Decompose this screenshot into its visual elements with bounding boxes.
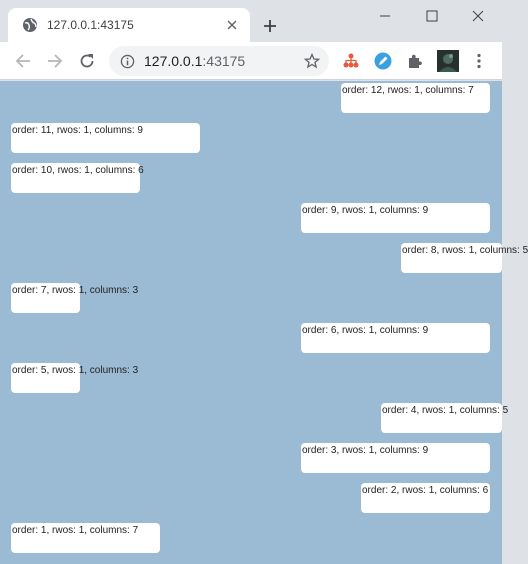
close-window-icon[interactable] <box>455 0 501 32</box>
grid-item-1: order: 1, rwos: 1, columns: 7 <box>11 523 160 553</box>
close-icon[interactable] <box>222 15 242 35</box>
title-bar: 127.0.0.1:43175 <box>0 0 502 42</box>
grid-item-6: order: 6, rwos: 1, columns: 9 <box>301 323 490 353</box>
pen-extension-icon[interactable] <box>373 51 393 71</box>
maximize-icon[interactable] <box>409 0 455 32</box>
star-icon[interactable] <box>303 52 321 70</box>
url-port: :43175 <box>202 53 246 69</box>
browser-toolbar: 127.0.0.1:43175 <box>0 42 502 80</box>
grid-item-4: order: 4, rwos: 1, columns: 5 <box>381 403 508 433</box>
page-viewport: order: 12, rwos: 1, columns: 7 order: 11… <box>0 81 528 564</box>
url-text: 127.0.0.1:43175 <box>144 53 245 69</box>
avatar[interactable] <box>437 50 459 72</box>
grid-item-12: order: 12, rwos: 1, columns: 7 <box>341 83 490 113</box>
grid-item-10: order: 10, rwos: 1, columns: 6 <box>11 163 144 193</box>
forward-arrow-icon[interactable] <box>43 49 67 73</box>
puzzle-icon[interactable] <box>405 51 425 71</box>
grid-item-11: order: 11, rwos: 1, columns: 9 <box>11 123 200 153</box>
sitemap-extension-icon[interactable] <box>341 51 361 71</box>
grid-item-9: order: 9, rwos: 1, columns: 9 <box>301 203 490 233</box>
url-host: 127.0.0.1 <box>144 53 203 69</box>
tab-title: 127.0.0.1:43175 <box>47 18 134 32</box>
info-icon[interactable] <box>120 54 135 69</box>
grid-item-5: order: 5, rwos: 1, columns: 3 <box>11 363 138 393</box>
back-arrow-icon[interactable] <box>11 49 35 73</box>
grid-item-7: order: 7, rwos: 1, columns: 3 <box>11 283 138 313</box>
globe-icon <box>22 17 38 33</box>
browser-tab[interactable]: 127.0.0.1:43175 <box>8 8 250 42</box>
grid-item-8: order: 8, rwos: 1, columns: 5 <box>401 243 528 273</box>
plus-icon[interactable] <box>259 15 281 37</box>
grid-item-2: order: 2, rwos: 1, columns: 6 <box>361 483 490 513</box>
kebab-menu-icon[interactable] <box>467 49 491 73</box>
reload-icon[interactable] <box>75 49 99 73</box>
address-bar[interactable]: 127.0.0.1:43175 <box>109 46 329 76</box>
minimize-icon[interactable] <box>362 0 408 32</box>
grid-item-3: order: 3, rwos: 1, columns: 9 <box>301 443 490 473</box>
